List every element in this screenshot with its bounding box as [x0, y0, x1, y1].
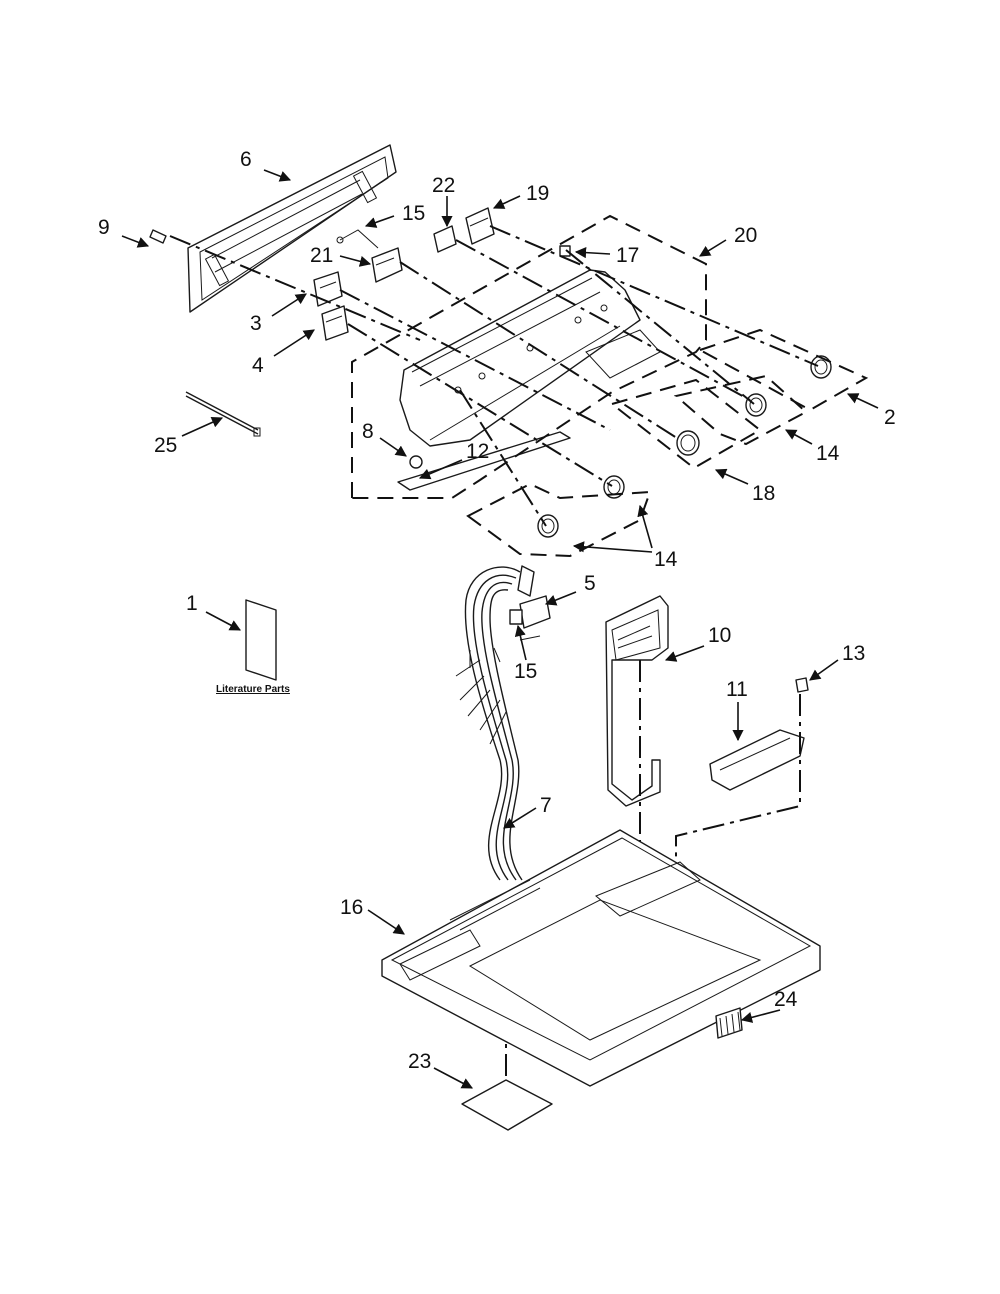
part-3-switch — [313, 271, 343, 307]
boundary-knob-group-14a — [673, 374, 808, 446]
knob-1 — [810, 355, 832, 379]
knob-4 — [603, 475, 625, 499]
part-19-switch — [465, 207, 495, 245]
callout-20: 20 — [734, 224, 757, 247]
callout-3: 3 — [250, 312, 262, 335]
callout-1: 1 — [186, 592, 198, 615]
knob-5 — [537, 514, 559, 538]
part-24-vent — [715, 1007, 743, 1039]
part-1-literature: Literature Parts — [216, 599, 290, 695]
callout-4: 4 — [252, 354, 264, 377]
part-15-connector — [509, 609, 523, 625]
part-8-screw — [409, 455, 423, 469]
callout-9: 9 — [98, 216, 110, 239]
callout-24: 24 — [774, 988, 798, 1011]
part-17-clip — [559, 245, 571, 257]
callout-16: 16 — [340, 896, 363, 919]
callout-2: 2 — [884, 406, 896, 429]
callout-13: 13 — [842, 642, 865, 665]
leader-lines — [121, 169, 879, 1089]
callout-12: 12 — [466, 440, 489, 463]
part-15-wire-top — [336, 229, 379, 249]
callout-21: 21 — [310, 244, 333, 267]
part-22-switch — [433, 225, 457, 253]
callout-22: 22 — [432, 174, 455, 197]
callout-23: 23 — [408, 1050, 431, 1073]
part-12-strip — [397, 431, 571, 491]
part-23-pad — [461, 1079, 553, 1131]
callout-18: 18 — [752, 482, 775, 505]
boundary-knob-group-14b — [466, 482, 652, 558]
callout-6: 6 — [240, 148, 252, 171]
part-10-bracket — [605, 595, 669, 807]
part-5-connector — [517, 565, 551, 629]
knob-3 — [676, 430, 700, 456]
callout-10: 10 — [708, 624, 731, 647]
part-4-switch — [321, 305, 349, 341]
callout-15-lower: 15 — [514, 660, 537, 683]
part-11-dispenser — [709, 729, 805, 791]
callout-11: 11 — [726, 678, 748, 701]
callout-5: 5 — [584, 572, 596, 595]
callout-17: 17 — [616, 244, 639, 267]
part-6-rear-panel — [187, 144, 397, 313]
callout-14-right: 14 — [816, 442, 840, 465]
callout-7: 7 — [540, 794, 552, 817]
console-housing — [399, 269, 661, 447]
callout-labels: 6 9 15 21 22 19 17 20 3 4 2 14 25 8 12 1… — [98, 148, 896, 1073]
literature-label: Literature Parts — [216, 684, 290, 695]
callout-25: 25 — [154, 434, 177, 457]
callout-14-lower: 14 — [654, 548, 678, 571]
callout-15-top: 15 — [402, 202, 425, 225]
knob-2 — [745, 393, 767, 417]
callout-8: 8 — [362, 420, 374, 443]
part-13-screw — [795, 677, 809, 693]
part-16-top-cover — [381, 829, 821, 1087]
part-21-switch — [371, 247, 403, 283]
boundary-part-20 — [351, 214, 707, 499]
alignment-lines — [169, 225, 819, 527]
part-25-rod — [185, 391, 261, 437]
boundary-knob-group-2 — [697, 328, 869, 412]
callout-19: 19 — [526, 182, 549, 205]
part-9-screw — [149, 229, 167, 244]
boundary-knob-group-18 — [609, 378, 762, 470]
